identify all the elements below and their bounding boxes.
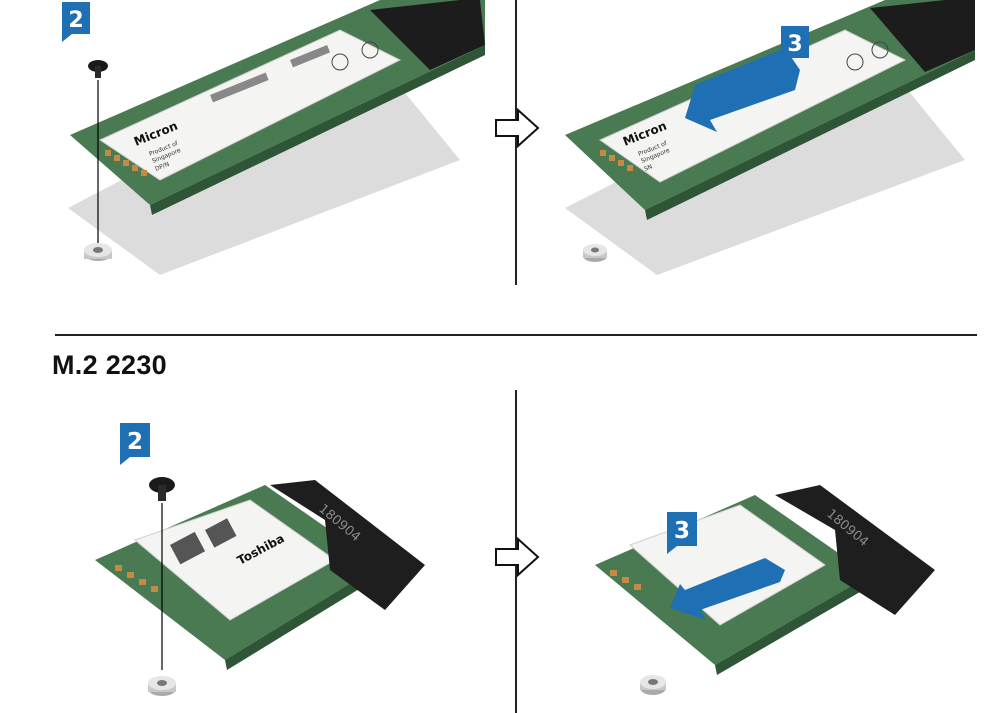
m2-2280-card: Micron Product of Singapore SN — [565, 0, 975, 220]
panel-divider-top — [515, 0, 517, 285]
card-sn-label: SN — [643, 163, 653, 173]
step-badge — [667, 512, 697, 546]
m2-2280-card: Micron Product of Singapore DP/N — [70, 0, 485, 215]
panel-2280-remove-screw: Micron Product of Singapore DP/N 2 — [62, 0, 485, 275]
screw-icon — [149, 477, 175, 501]
section-title: M.2 2230 — [52, 350, 167, 380]
panel-2230-slide-out: 180904 3 — [595, 485, 935, 695]
slide-direction-arrow-icon — [685, 48, 800, 132]
step-badge-number: 2 — [68, 8, 83, 33]
section-divider — [55, 334, 977, 336]
next-step-arrow-icon — [495, 108, 540, 148]
step-badge — [781, 26, 809, 58]
panel-2230-remove-screw: 180904 Toshiba 2 — [95, 423, 425, 696]
standoff-icon — [84, 243, 112, 261]
standoff-icon — [640, 675, 666, 695]
standoff-icon — [148, 676, 176, 696]
step-badge — [62, 2, 90, 34]
slide-direction-arrow-icon — [670, 558, 785, 620]
screw-icon — [88, 60, 108, 78]
next-step-arrow-icon — [495, 537, 540, 577]
step-badge-number: 3 — [787, 32, 802, 57]
step-badge-number: 3 — [674, 518, 690, 544]
m2-2230-card: 180904 Toshiba — [95, 480, 425, 670]
standoff-icon — [583, 244, 607, 262]
step-badge-number: 2 — [127, 429, 143, 455]
panel-2280-slide-out: Micron Product of Singapore SN 3 — [565, 0, 975, 275]
step-badge — [120, 423, 150, 457]
